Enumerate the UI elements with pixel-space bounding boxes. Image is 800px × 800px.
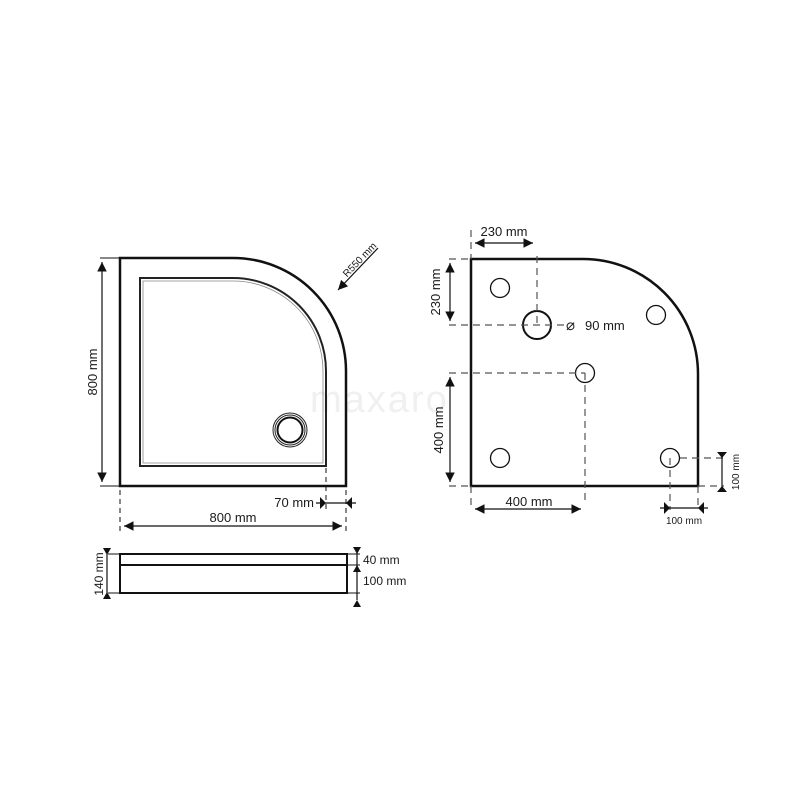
foot-icon bbox=[645, 304, 667, 326]
edge-x-label: 100 mm bbox=[666, 516, 702, 527]
foot-icon bbox=[489, 447, 511, 469]
radius-label: R550 mm bbox=[341, 241, 379, 280]
radius-arrow bbox=[337, 247, 379, 291]
drain-diameter-label: 90 mm bbox=[585, 318, 625, 333]
watermark: maxaro bbox=[310, 379, 449, 421]
tray-outline bbox=[118, 256, 348, 488]
edge-y-label: 100 mm bbox=[731, 454, 742, 490]
tray-basin bbox=[139, 277, 327, 467]
rim-width-label: 70 mm bbox=[274, 495, 314, 510]
foot-x-label: 400 mm bbox=[506, 494, 553, 509]
bottom-outline bbox=[469, 257, 700, 488]
top-height-label: 40 mm bbox=[363, 553, 400, 567]
bottom-view: 230 mm 230 mm ⌀ 90 mm 400 mm 400 mm 100 … bbox=[428, 224, 742, 527]
diameter-symbol: ⌀ bbox=[566, 317, 575, 334]
base-height-label: 100 mm bbox=[363, 574, 406, 588]
foot-icon bbox=[489, 277, 511, 299]
foot-y-label: 400 mm bbox=[431, 407, 446, 454]
drain-y-label: 230 mm bbox=[428, 269, 443, 316]
drain-x-label: 230 mm bbox=[481, 224, 528, 239]
height-label: 800 mm bbox=[85, 349, 100, 396]
width-label: 800 mm bbox=[210, 510, 257, 525]
drain-icon bbox=[272, 412, 308, 448]
foot-icon bbox=[659, 447, 681, 469]
side-profile bbox=[119, 553, 348, 594]
side-view: 140 mm 40 mm 100 mm bbox=[92, 547, 406, 607]
total-height-label: 140 mm bbox=[92, 552, 106, 595]
